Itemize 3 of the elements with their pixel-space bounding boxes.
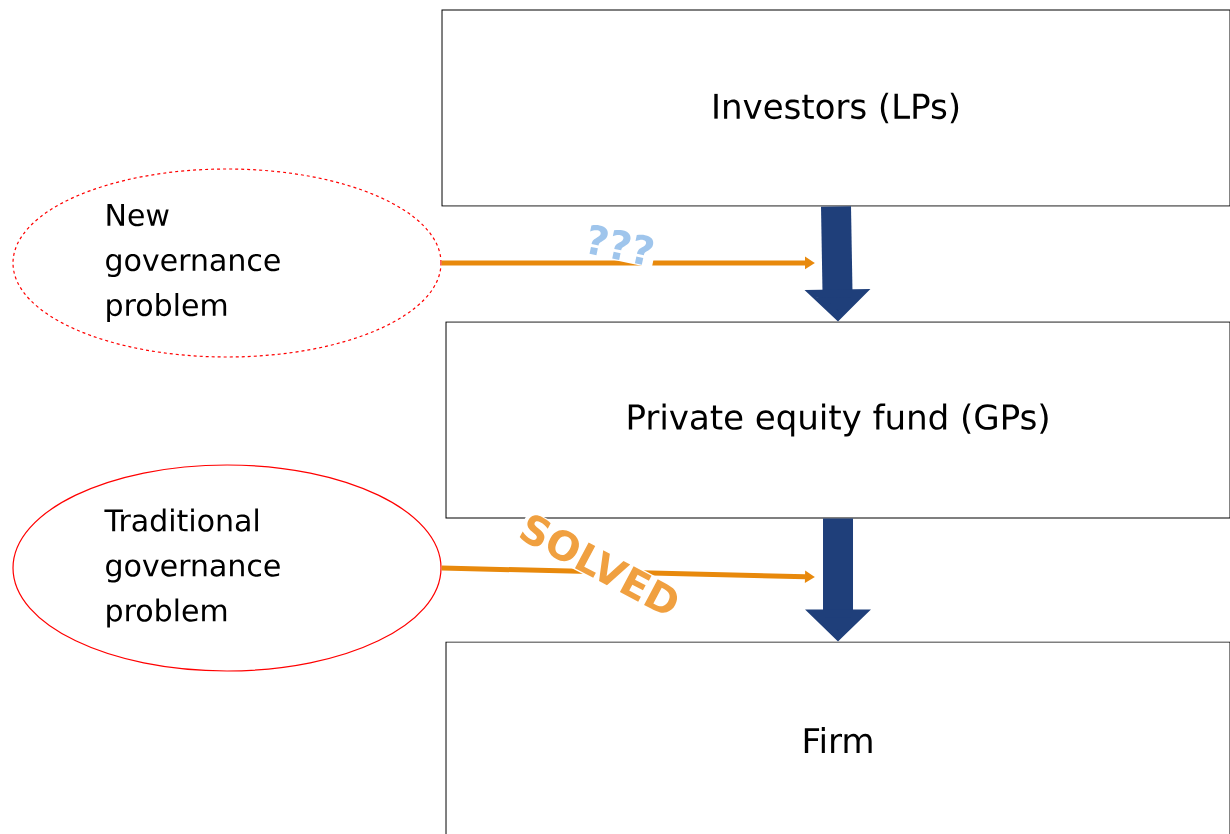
edge-label: ??? <box>581 222 659 268</box>
process-box: Firm <box>445 641 1230 834</box>
process-box: Investors (LPs) <box>441 9 1230 207</box>
